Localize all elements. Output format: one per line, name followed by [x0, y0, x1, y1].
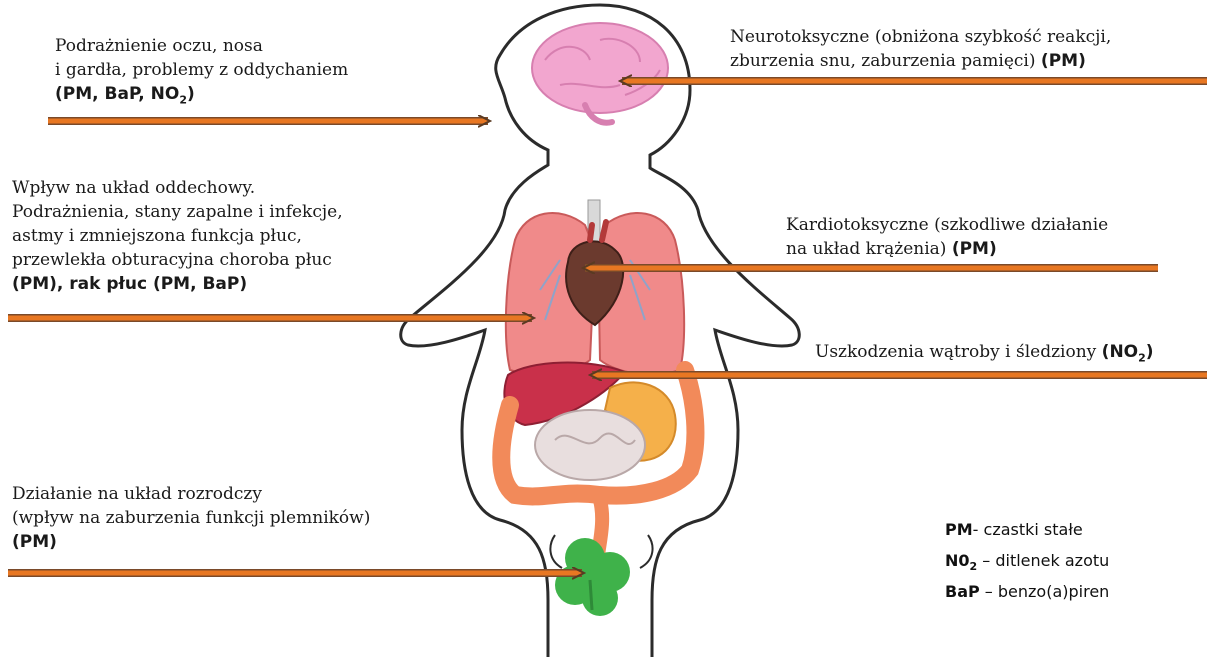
label-reproductive-line-2: (wpływ na zaburzenia funkcji plemników): [12, 506, 370, 530]
label-respiratory-line-4: przewlekła obturacyjna choroba płuc: [12, 248, 343, 272]
label-reproductive-pollutants: (PM): [12, 530, 370, 554]
label-cardio: Kardiotoksyczne (szkodliwe działanie na …: [786, 213, 1108, 261]
label-neuro: Neurotoksyczne (obniżona szybkość reakcj…: [730, 25, 1111, 73]
label-respiratory: Wpływ na układ oddechowy. Podrażnienia, …: [12, 176, 343, 296]
label-reproductive: Działanie na układ rozrodczy (wpływ na z…: [12, 482, 370, 554]
label-neuro-line-2: zburzenia snu, zaburzenia pamięci) (PM): [730, 49, 1111, 73]
label-liver-pollutants: (NO2): [1102, 342, 1154, 362]
label-neuro-line-1: Neurotoksyczne (obniżona szybkość reakcj…: [730, 25, 1111, 49]
legend-row-bap: BaP – benzo(a)piren: [945, 579, 1109, 610]
label-eyes: Podrażnienie oczu, nosa i gardła, proble…: [55, 34, 348, 112]
label-cardio-pollutants: (PM): [952, 239, 997, 259]
label-eyes-line-1: Podrażnienie oczu, nosa: [55, 34, 348, 58]
label-liver: Uszkodzenia wątroby i śledziony (NO2): [815, 340, 1154, 370]
label-neuro-pollutants: (PM): [1041, 51, 1086, 71]
label-cardio-line-1: Kardiotoksyczne (szkodliwe działanie: [786, 213, 1108, 237]
label-respiratory-line-1: Wpływ na układ oddechowy.: [12, 176, 343, 200]
label-respiratory-line-2: Podrażnienia, stany zapalne i infekcje,: [12, 200, 343, 224]
legend: PM- czastki stałe N02 – ditlenek azotu B…: [945, 517, 1109, 611]
label-eyes-pollutants: (PM, BaP, NO2): [55, 82, 348, 112]
label-eyes-line-2: i gardła, problemy z oddychaniem: [55, 58, 348, 82]
label-cardio-line-2: na układ krążenia) (PM): [786, 237, 1108, 261]
legend-row-no2: N02 – ditlenek azotu: [945, 548, 1109, 579]
label-liver-line-1: Uszkodzenia wątroby i śledziony (NO2): [815, 340, 1154, 370]
legend-row-pm: PM- czastki stałe: [945, 517, 1109, 548]
label-respiratory-pollutants: (PM), rak płuc (PM, BaP): [12, 272, 343, 296]
label-respiratory-line-3: astmy i zmniejszona funkcja płuc,: [12, 224, 343, 248]
label-reproductive-line-1: Działanie na układ rozrodczy: [12, 482, 370, 506]
